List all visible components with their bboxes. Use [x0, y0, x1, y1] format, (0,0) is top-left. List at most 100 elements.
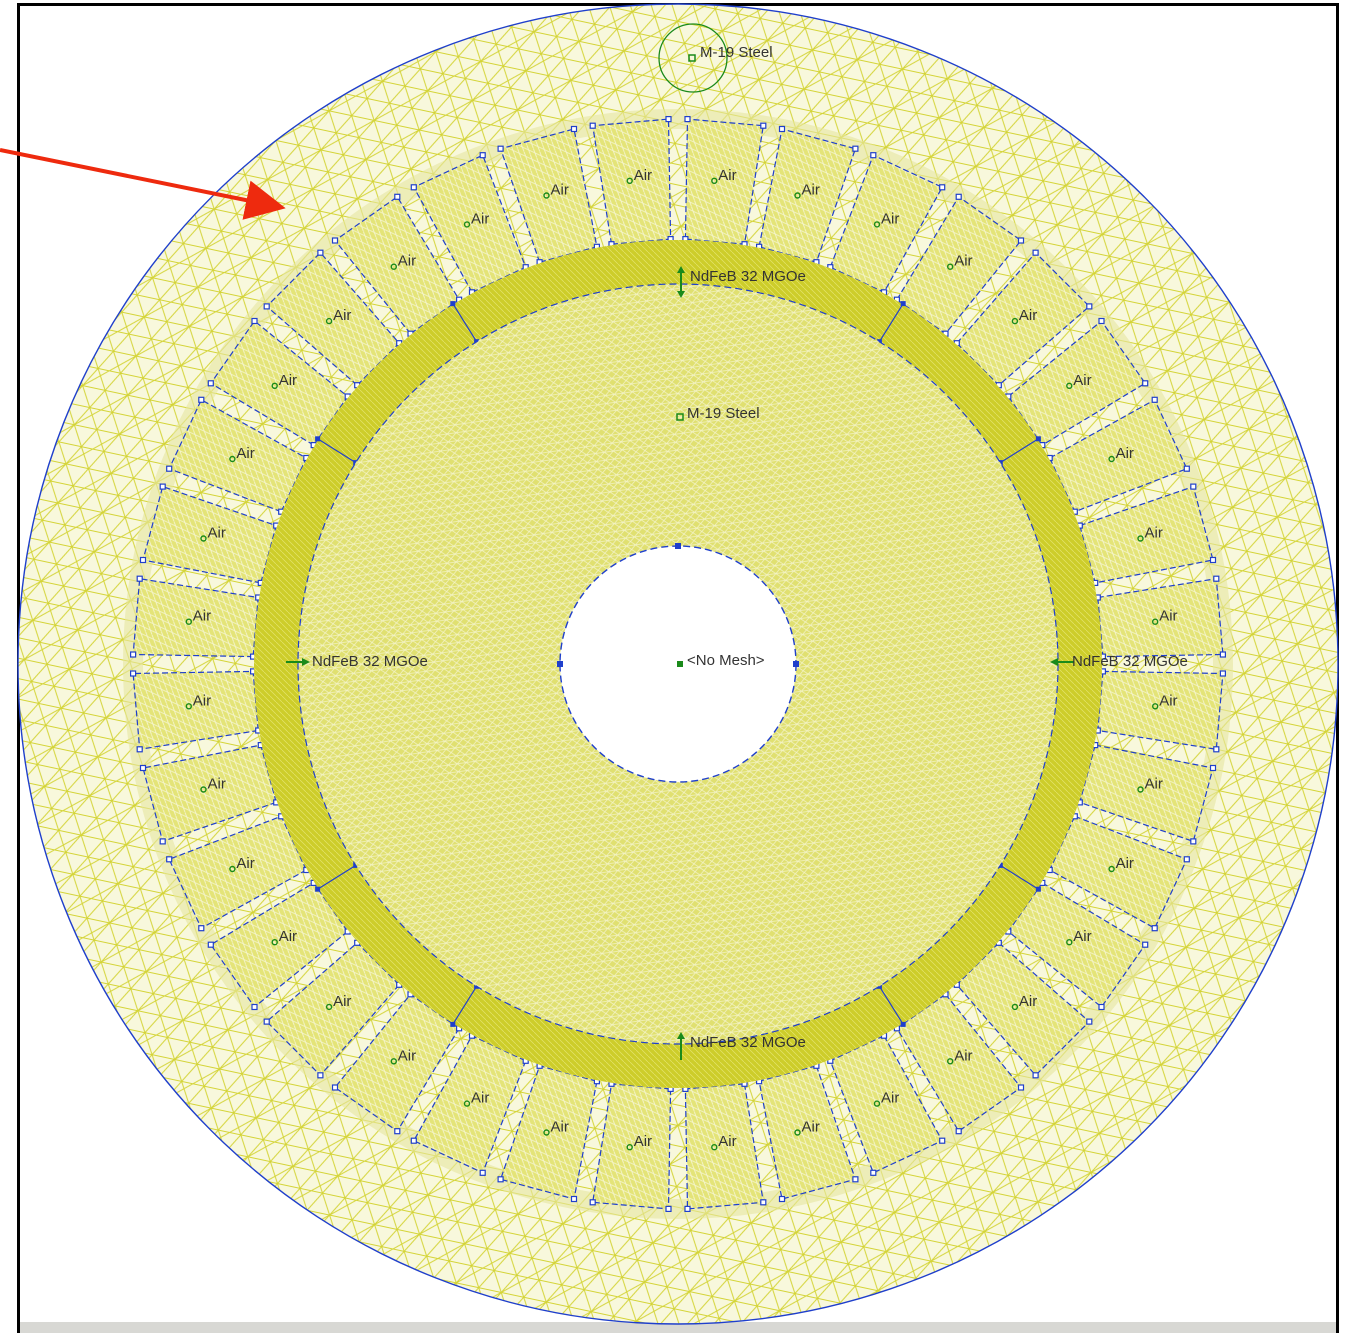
slot-block-marker[interactable]: [185, 703, 193, 710]
slot-block-marker[interactable]: [794, 1129, 801, 1136]
slot-block-marker[interactable]: [1066, 939, 1073, 946]
slot-material-label: Air: [398, 253, 416, 270]
annotation-arrow: [0, 148, 286, 220]
slot-material-label: Air: [1019, 993, 1037, 1010]
slot-block-marker[interactable]: [873, 1100, 881, 1107]
slot-block-marker[interactable]: [1151, 618, 1159, 625]
slot-block-marker[interactable]: [543, 192, 550, 199]
slot-block-marker[interactable]: [543, 1129, 550, 1136]
slot-node: [1190, 838, 1197, 845]
slot-block-marker[interactable]: [200, 786, 207, 793]
slot-block-marker[interactable]: [873, 221, 881, 228]
slot-node: [778, 125, 786, 133]
magnet-edge: [452, 985, 478, 1025]
magnet-right-label: NdFeB 32 MGOe: [1072, 653, 1188, 670]
slot-block-marker[interactable]: [185, 618, 193, 625]
slot-material-label: Air: [1159, 608, 1177, 625]
slot-block-marker[interactable]: [1151, 703, 1159, 710]
magnet-bottom-marker[interactable]: [677, 1032, 685, 1060]
stator-slot: [758, 1065, 857, 1200]
slot-material-label: Air: [802, 182, 820, 199]
slot-node: [1017, 1084, 1025, 1091]
shaft-block-marker[interactable]: [677, 661, 683, 667]
slot-node: [159, 838, 166, 845]
slot-node: [1098, 317, 1105, 325]
slot-block-marker[interactable]: [463, 1100, 471, 1107]
slot-block-marker[interactable]: [1108, 865, 1115, 873]
slot-node: [852, 1176, 859, 1183]
slot-node: [955, 1128, 962, 1135]
slot-material-label: Air: [718, 1133, 736, 1150]
slot-block-marker[interactable]: [229, 455, 236, 463]
stator-slot: [896, 195, 1022, 335]
slot-block-marker[interactable]: [626, 177, 633, 185]
slot-block-marker[interactable]: [1137, 786, 1144, 793]
slot-node: [1151, 396, 1158, 403]
slot-node: [1032, 1072, 1039, 1079]
slot-node: [1209, 764, 1217, 772]
slot-material-label: Air: [634, 167, 652, 184]
slot-node: [251, 1003, 258, 1011]
magnet-bottom-label: NdFeB 32 MGOe: [690, 1034, 806, 1051]
slot-block-marker[interactable]: [463, 221, 471, 228]
slot-node: [1213, 746, 1220, 753]
slot-node: [1151, 925, 1158, 932]
slot-node: [760, 1199, 767, 1206]
slot-block-marker[interactable]: [390, 263, 397, 270]
slot-block-marker[interactable]: [626, 1143, 633, 1151]
slot-block-marker[interactable]: [947, 1058, 954, 1065]
stator-slot: [142, 485, 277, 584]
slot-node: [1032, 249, 1039, 256]
slot-material-label: Air: [1159, 692, 1177, 709]
slot-node: [251, 317, 258, 325]
stator-slot: [334, 993, 460, 1133]
slot-node: [939, 1137, 946, 1144]
slot-material-label: Air: [802, 1119, 820, 1136]
slot-block-marker[interactable]: [1011, 1003, 1019, 1011]
slot-node: [1183, 465, 1190, 472]
slot-block-marker[interactable]: [794, 192, 801, 199]
stator-slot: [132, 670, 259, 750]
rotor-block-marker[interactable]: [676, 413, 684, 421]
stator-slot: [1007, 882, 1147, 1008]
slot-block-marker[interactable]: [1137, 535, 1144, 542]
slot-node: [394, 1128, 401, 1135]
slot-block-marker[interactable]: [947, 263, 954, 270]
stator-slot: [1079, 744, 1214, 843]
slot-block-marker[interactable]: [271, 939, 278, 946]
stator-slot: [1048, 815, 1188, 930]
stator-slot: [1097, 578, 1224, 658]
stator-slot: [265, 251, 401, 387]
slot-node: [1190, 483, 1197, 490]
slot-material-label: Air: [718, 167, 736, 184]
slot-node: [166, 856, 173, 863]
slot-material-label: Air: [279, 928, 297, 945]
slot-material-label: Air: [471, 210, 489, 227]
slot-node: [684, 115, 691, 123]
slot-node: [570, 1195, 578, 1203]
stator-block-marker[interactable]: [688, 54, 696, 62]
slot-block-marker[interactable]: [711, 177, 718, 185]
slot-block-marker[interactable]: [271, 382, 278, 389]
slot-block-marker[interactable]: [1011, 317, 1019, 325]
stator-slot: [168, 398, 308, 513]
slot-node: [1183, 856, 1190, 863]
slot-node: [317, 249, 324, 256]
slot-block-marker[interactable]: [1066, 382, 1073, 389]
magnet-right-marker[interactable]: [1050, 658, 1074, 666]
slot-block-marker[interactable]: [325, 317, 333, 325]
slot-node: [684, 1205, 691, 1213]
slot-block-marker[interactable]: [1108, 455, 1115, 463]
slot-block-marker[interactable]: [200, 535, 207, 542]
magnet-top-marker[interactable]: [677, 266, 685, 298]
slot-block-marker[interactable]: [325, 1003, 333, 1011]
magnet-left-marker[interactable]: [286, 658, 310, 666]
stator-slot: [684, 1083, 764, 1210]
slot-block-marker[interactable]: [229, 865, 236, 873]
stator-slot: [955, 941, 1091, 1077]
stator-slot: [209, 320, 349, 446]
slot-block-marker[interactable]: [711, 1143, 718, 1151]
slot-block-marker[interactable]: [390, 1058, 397, 1065]
slot-labels: AirAirAirAirAirAirAirAirAirAirAirAirAirA…: [185, 167, 1178, 1151]
slot-node: [852, 145, 859, 152]
